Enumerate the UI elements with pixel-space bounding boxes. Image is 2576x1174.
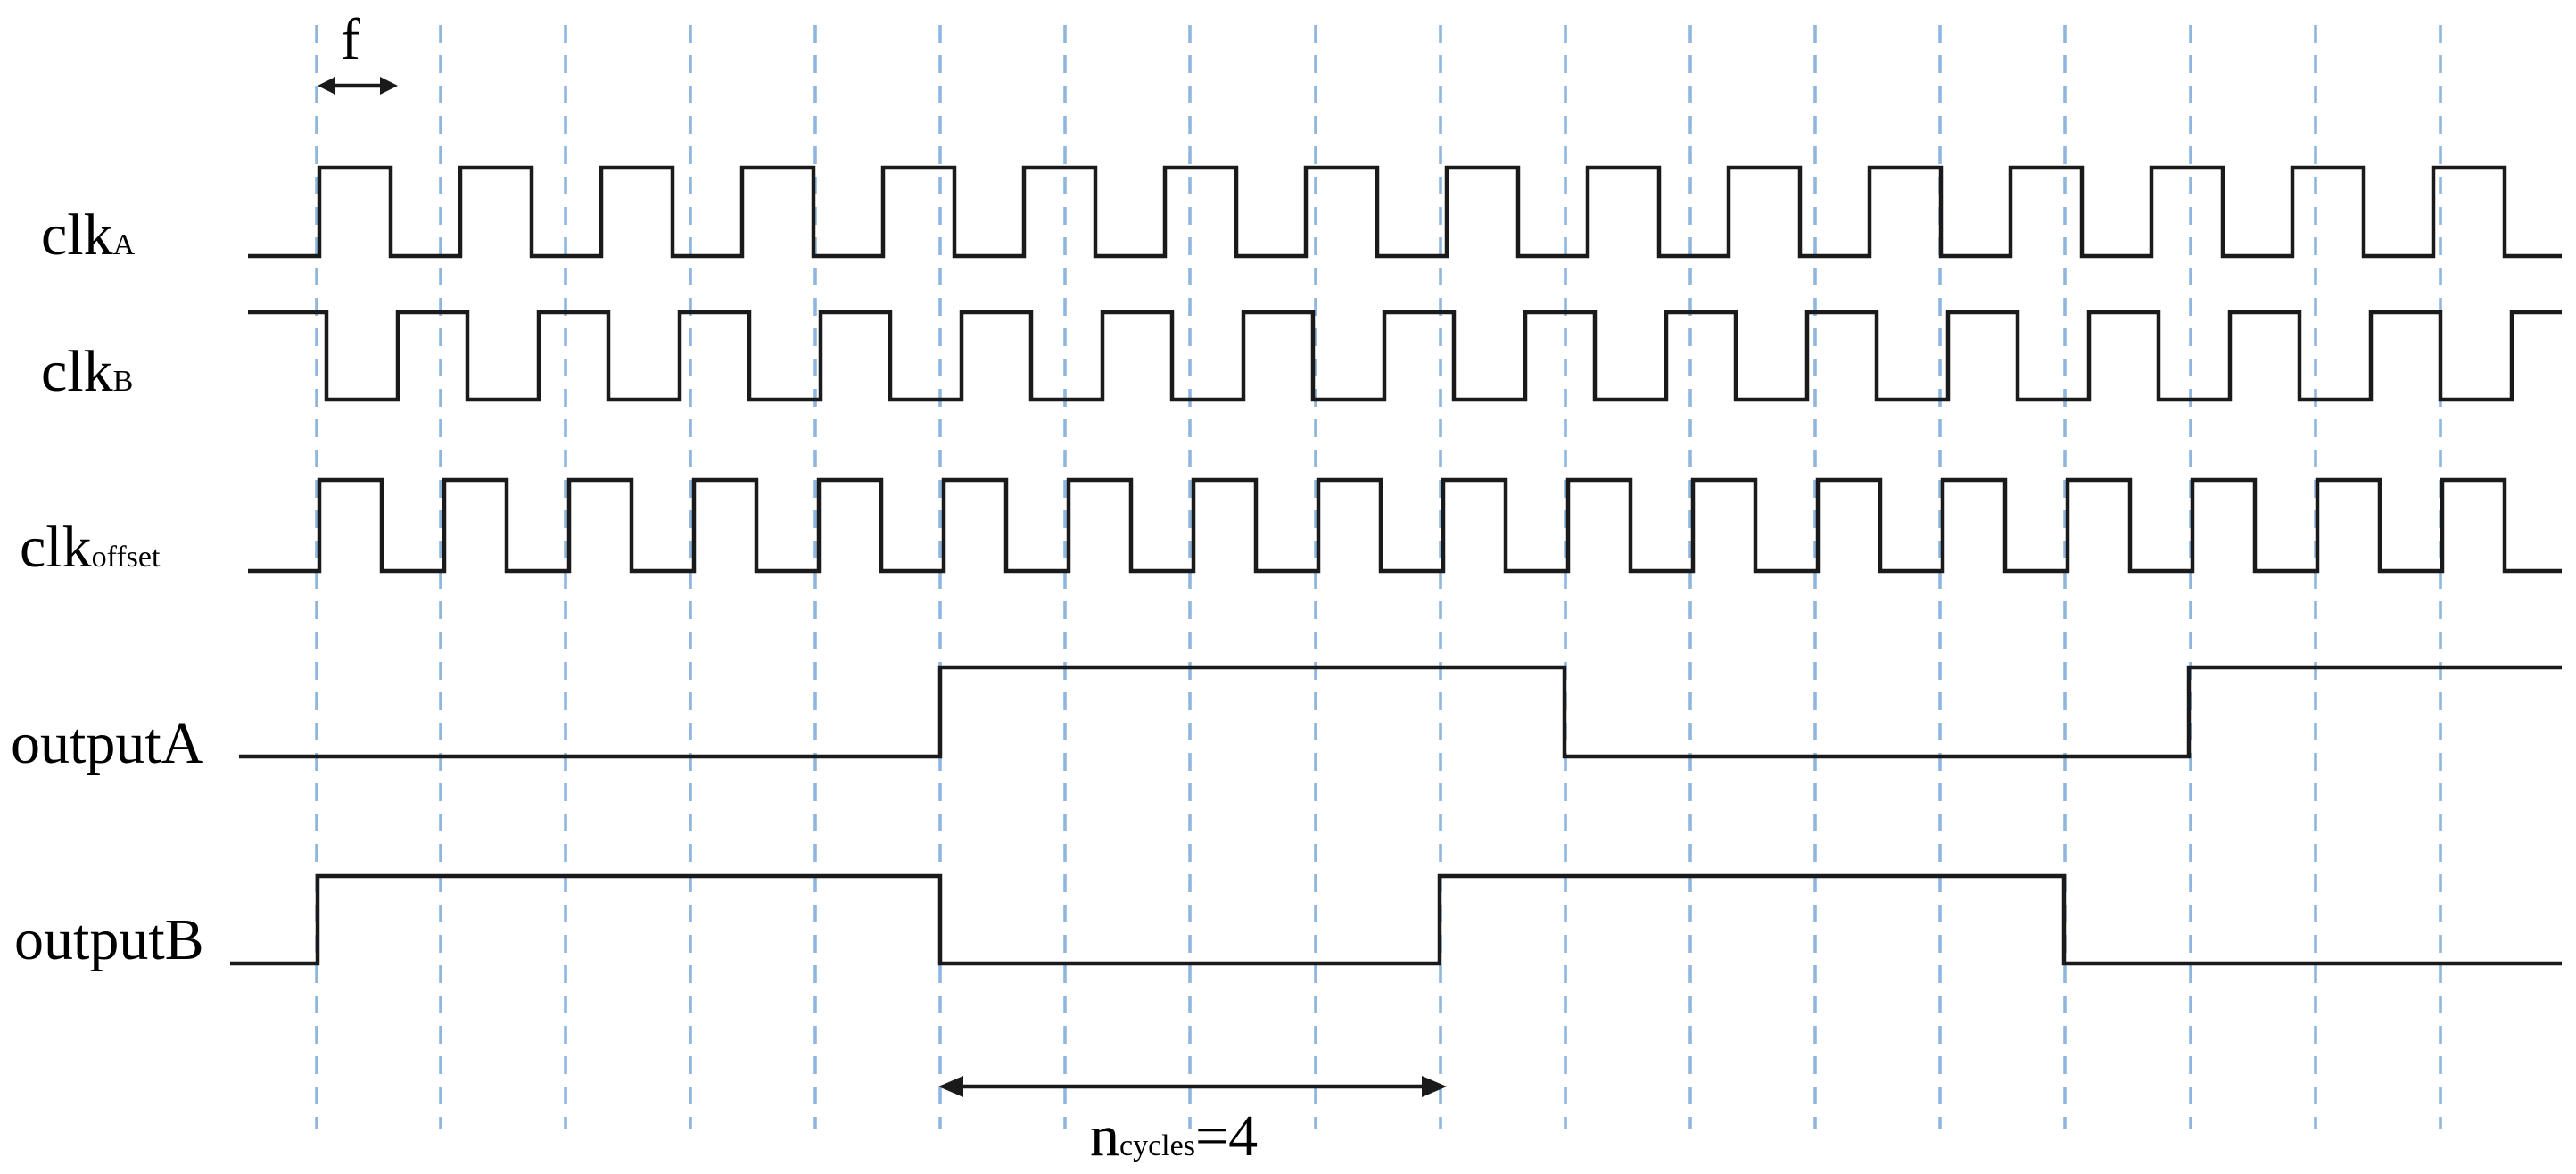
clk-b-label: clkB	[41, 339, 133, 404]
ncycles-label: ncycles=4	[1090, 1104, 1258, 1169]
clk-a-waveform	[248, 165, 2562, 259]
output-a-waveform	[239, 665, 2562, 759]
clk-a-label: clkA	[41, 203, 136, 268]
clk-b-waveform	[248, 310, 2562, 402]
ncycles-arrow	[938, 1076, 1447, 1097]
period-label: f	[341, 7, 360, 72]
output-a-label: outputA	[11, 711, 204, 776]
clk-offset-waveform	[248, 477, 2562, 574]
output-b-label: outputB	[14, 907, 204, 972]
vertical-gridlines	[315, 25, 2442, 1129]
period-arrow	[318, 77, 398, 95]
clk-offset-label: clkoffset	[20, 515, 161, 580]
output-b-waveform	[230, 873, 2562, 966]
